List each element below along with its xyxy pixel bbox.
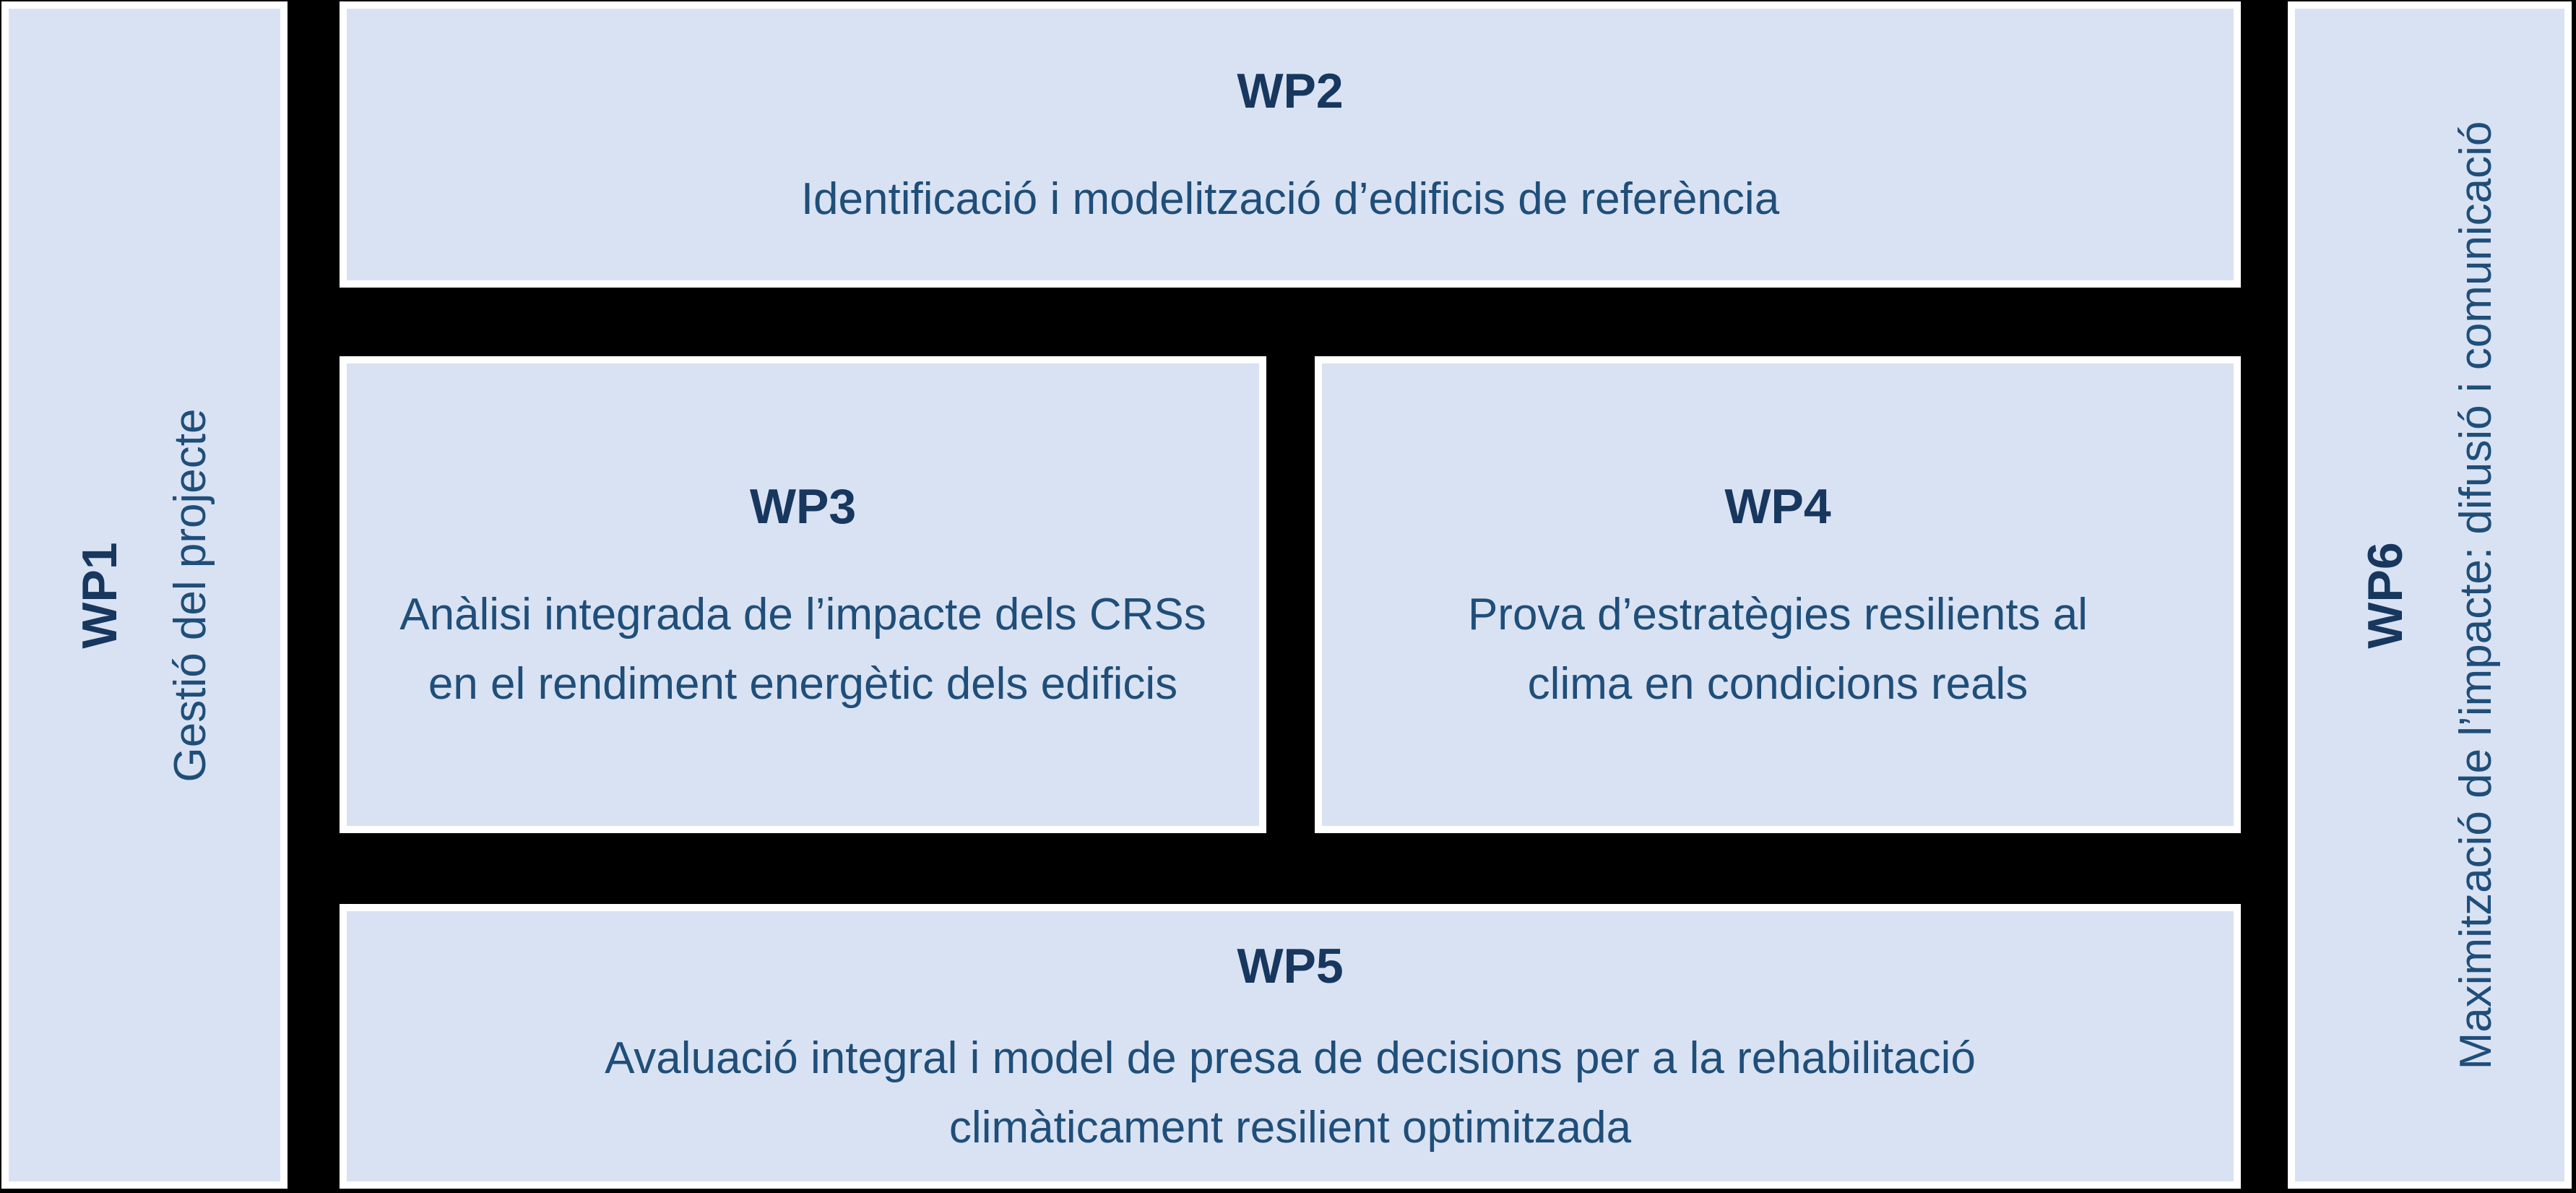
wp4-subtitle: Prova d’estratègies resilients al clima … xyxy=(1467,590,2088,709)
wp2-box: WP2 Identificació i modelització d’edifi… xyxy=(340,1,2241,288)
wp3-box: WP3 Anàlisi integrada de l’impacte dels … xyxy=(340,356,1266,833)
wp4-title: WP4 xyxy=(1724,479,1831,534)
wp1-title: WP1 xyxy=(72,541,127,649)
wp5-title: WP5 xyxy=(1237,939,1344,994)
wp5-content: WP5 Avaluació integral i model de presa … xyxy=(496,930,2085,1163)
wp3-title: WP3 xyxy=(749,479,857,534)
wp3-subtitle: Anàlisi integrada de l’impacte dels CRSs… xyxy=(399,590,1206,709)
wp6-subtitle: Maximització de l’impacte: difusió i com… xyxy=(2450,121,2501,1069)
wp2-subtitle: Identificació i modelització d’edificis … xyxy=(800,174,1780,224)
wp6-rotated-content: WP6 Maximització de l’impacte: difusió i… xyxy=(2349,17,2511,1173)
wp1-rotated-content: WP1 Gestió del projecte xyxy=(64,17,225,1173)
wp2-content: WP2 Identificació i modelització d’edifi… xyxy=(801,55,1779,234)
wp1-subtitle: Gestió del projecte xyxy=(165,408,215,782)
wp6-box: WP6 Maximització de l’impacte: difusió i… xyxy=(2288,1,2572,1189)
wp2-title: WP2 xyxy=(1237,64,1344,119)
wp5-box: WP5 Avaluació integral i model de presa … xyxy=(340,904,2241,1189)
wp4-content: WP4 Prova d’estratègies resilients al cl… xyxy=(1453,470,2103,719)
wp6-title: WP6 xyxy=(2357,541,2413,649)
wp1-box: WP1 Gestió del projecte xyxy=(1,1,288,1189)
wp4-box: WP4 Prova d’estratègies resilients al cl… xyxy=(1315,356,2241,833)
wp5-subtitle: Avaluació integral i model de presa de d… xyxy=(605,1033,1976,1153)
wp3-content: WP3 Anàlisi integrada de l’impacte dels … xyxy=(384,470,1222,719)
